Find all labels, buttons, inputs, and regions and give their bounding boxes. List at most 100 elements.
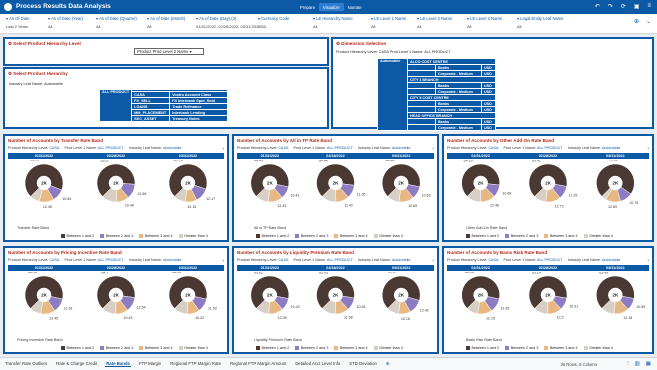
pie-slice[interactable]: [466, 299, 480, 315]
legend-item[interactable]: Between 2 and 3: [295, 234, 328, 239]
pie-slice[interactable]: [321, 299, 336, 315]
chevron-right-icon[interactable]: ›: [222, 146, 224, 152]
filter-1[interactable]: ▾As of Date (Year)All: [48, 16, 83, 29]
chevron-right-icon[interactable]: ›: [647, 146, 649, 152]
pie-slice[interactable]: [102, 187, 118, 203]
legend-item[interactable]: Between 3 and 4: [139, 346, 173, 351]
legend-item[interactable]: Between 1 and 2: [61, 346, 94, 351]
chevron-right-icon[interactable]: ›: [222, 258, 224, 264]
sheet-tab[interactable]: Rate Bands: [105, 361, 131, 367]
product-level-select[interactable]: Product Prod Level 2 Name ▾: [134, 48, 204, 55]
pie-slice[interactable]: [256, 187, 270, 203]
pie-slice[interactable]: [528, 163, 568, 197]
pie-slice[interactable]: [596, 163, 635, 197]
legend-item[interactable]: Between 2 and 3: [100, 234, 133, 239]
chart-icon[interactable]: ▥: [634, 361, 640, 367]
chevron-right-icon[interactable]: ›: [432, 258, 434, 264]
pie-slice[interactable]: [24, 275, 64, 309]
sheet-tab[interactable]: Rate & Charge Credit: [56, 361, 98, 366]
pie-slice[interactable]: [102, 299, 117, 315]
tab-prepare[interactable]: Prepare: [300, 4, 315, 10]
redo-icon[interactable]: ↷: [607, 4, 613, 10]
filter-2[interactable]: ▾As of Date (Quarter)All: [96, 16, 137, 29]
hierarchy-root[interactable]: ALL PRODUCT: [98, 89, 133, 122]
legend-item[interactable]: Between 1 and 2: [256, 234, 289, 239]
legend-item[interactable]: Between 2 and 3: [505, 234, 538, 239]
sheet-tab[interactable]: FTP Margin: [138, 361, 162, 366]
grid-icon[interactable]: ▦: [645, 361, 651, 367]
legend-item[interactable]: Between 2 and 3: [100, 346, 133, 351]
pie-slice[interactable]: [250, 163, 290, 197]
sheet-tab[interactable]: STD Deviation: [349, 361, 377, 366]
legend-item[interactable]: Between 3 and 4: [334, 234, 368, 239]
pie-slice[interactable]: [534, 299, 549, 315]
refresh-icon[interactable]: ⟳: [620, 4, 626, 10]
menu-icon[interactable]: ≡: [647, 3, 651, 9]
filter-3[interactable]: ▾As of Date (Month)All: [147, 16, 185, 29]
legend-item[interactable]: Greater than 4: [583, 234, 613, 239]
chevron-right-icon[interactable]: ›: [432, 146, 434, 152]
pie-slice[interactable]: [168, 163, 208, 197]
pie-slice[interactable]: [381, 275, 421, 309]
legend-item[interactable]: Greater than 4: [373, 346, 403, 351]
pie-slice[interactable]: [256, 299, 270, 315]
undo-icon[interactable]: ↶: [594, 4, 600, 10]
legend-item[interactable]: Between 1 and 2: [466, 346, 499, 351]
legend-item[interactable]: Between 3 and 4: [544, 234, 578, 239]
sheet-tab[interactable]: Detailed Acct Level Info: [295, 361, 341, 366]
dimension-root[interactable]: Automobile: [377, 58, 408, 131]
pie-slice[interactable]: [466, 187, 482, 203]
pie-slice[interactable]: [601, 299, 616, 315]
pie-slice[interactable]: [250, 275, 290, 309]
pie-slice[interactable]: [387, 299, 401, 315]
add-sheet-icon[interactable]: ⊕: [385, 361, 390, 366]
pie-slice[interactable]: [174, 187, 188, 203]
chevron-down-icon[interactable]: ⌄: [645, 19, 651, 25]
pie-slice[interactable]: [461, 275, 500, 309]
pie-slice[interactable]: [381, 163, 421, 197]
legend-item[interactable]: Between 3 and 4: [334, 346, 368, 351]
pie-slice[interactable]: [174, 299, 189, 315]
pie-slice[interactable]: [601, 187, 613, 200]
pie-slice[interactable]: [321, 187, 337, 203]
legend-item[interactable]: Between 1 and 2: [61, 234, 94, 239]
pie-slice[interactable]: [534, 187, 548, 203]
pie-slice[interactable]: [316, 163, 355, 197]
pin-icon[interactable]: ⊕: [633, 19, 639, 25]
pie-slice[interactable]: [387, 187, 401, 203]
hierarchy-icon[interactable]: ⫶: [627, 361, 629, 367]
legend-item[interactable]: Between 1 and 2: [256, 346, 289, 351]
pie-slice[interactable]: [96, 275, 136, 309]
pie-slice[interactable]: [24, 163, 64, 197]
save-icon[interactable]: ▣: [633, 4, 640, 10]
pie-slice[interactable]: [168, 275, 208, 309]
pie-slice[interactable]: [96, 163, 136, 197]
filter-4[interactable]: ▾As of Date (Day) (3)01/31/2022, 02/28/2…: [196, 16, 261, 29]
pie-slice[interactable]: [30, 187, 43, 202]
legend-item[interactable]: Between 1 and 2: [466, 234, 499, 239]
tab-narrate[interactable]: Narrate: [347, 4, 362, 10]
pie-slice[interactable]: [30, 299, 44, 314]
legend-item[interactable]: Greater than 4: [178, 346, 208, 351]
sheet-tab[interactable]: Regional FTP Margin Rate: [170, 361, 222, 366]
pie-slice[interactable]: [316, 275, 355, 309]
legend-item[interactable]: Between 3 and 4: [139, 234, 173, 239]
pie-slice[interactable]: [528, 275, 568, 309]
legend-item[interactable]: Between 2 and 3: [295, 346, 328, 351]
pie-slice[interactable]: [461, 163, 500, 197]
chevron-right-icon[interactable]: ›: [647, 258, 649, 264]
legend-item[interactable]: Between 3 and 4: [544, 346, 578, 351]
legend-item[interactable]: Greater than 4: [178, 234, 208, 239]
pie-slice[interactable]: [596, 275, 635, 309]
sheet-tab[interactable]: Transfer Rate Outliers: [5, 361, 48, 366]
